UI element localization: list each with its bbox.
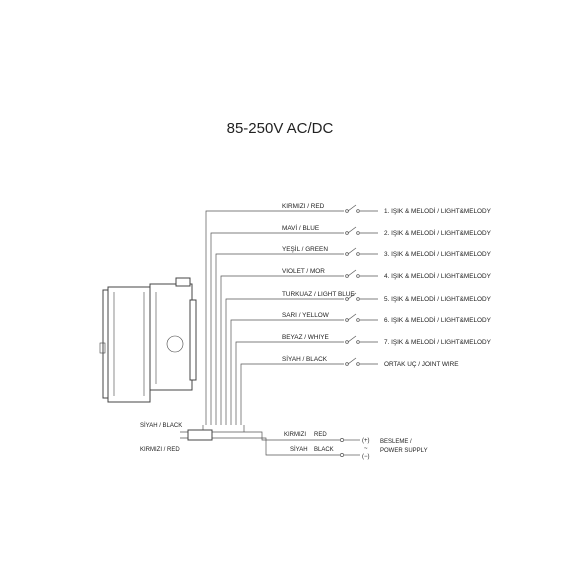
supply-plus-symbol: (+) [362,438,370,444]
output-label: ORTAK UÇ / JOINT WIRE [384,361,459,368]
wire-line [220,275,344,425]
device-side-clip [99,342,106,354]
device-knob [166,335,184,353]
wire-line [205,210,344,425]
output-label: 5. IŞIK & MELODİ / LIGHT&MELODY [384,294,492,303]
supply-left-red-label: KIRMIZI / RED [140,447,180,453]
wire-color-label: BEYAZ / WHIYE [282,334,329,341]
wire-color-label: SİYAH / BLACK [282,354,328,363]
wire-color-label: VIOLET / MOR [282,268,325,275]
switch-lever [347,335,357,343]
wire-line [215,253,344,425]
device-cable-gland [189,299,197,381]
supply-minus-symbol: (−) [362,454,370,460]
supply-black-route [258,437,340,456]
wire-color-label: MAVİ / BLUE [282,223,319,232]
wire-color-label: YEŞİL / GREEN [282,244,328,253]
switch-lever [347,204,357,212]
switch-lever [347,247,357,255]
supply-left-black-label: SİYAH / BLACK [140,422,182,429]
wire-line [230,319,344,425]
switch-contact [345,209,349,213]
switch-contact [356,231,360,235]
output-label: 1. IŞIK & MELODİ / LIGHT&MELODY [384,206,492,215]
switch-contact [356,209,360,213]
device-top-tab [175,277,191,287]
switch-contact [345,297,349,301]
output-label: 3. IŞIK & MELODİ / LIGHT&MELODY [384,249,492,258]
supply-red-route [258,431,340,441]
supply-label-line2: POWER SUPPLY [380,448,428,454]
switch-contact [356,318,360,322]
device-body [107,286,151,403]
supply-red-tr-label: KIRMIZI [284,432,306,438]
voltage-title: 85-250V AC/DC [227,120,334,137]
switch-contact [345,362,349,366]
switch-contact [345,340,349,344]
wire-color-label: KIRMIZI / RED [282,203,325,210]
supply-black-tr-label: SİYAH [290,446,308,453]
output-label: 4. IŞIK & MELODİ / LIGHT&MELODY [384,271,492,280]
wire-line [235,341,344,425]
output-label: 6. IŞIK & MELODİ / LIGHT&MELODY [384,315,492,324]
wire-color-label: TURKUAZ / LIGHT BLUE [282,291,355,298]
switch-contact [345,252,349,256]
wire-line [225,298,344,425]
switch-contact [345,231,349,235]
switch-contact [356,340,360,344]
device-module [99,277,197,403]
switch-contact [345,274,349,278]
wire-bundle: KIRMIZI / RED 1. IŞIK & MELODİ / LIGHT&ME… [202,203,492,432]
supply-red-en-label: RED [314,432,327,438]
wire-color-label: SARI / YELLOW [282,312,330,319]
switch-contact [356,297,360,301]
supply-black-en-label: BLACK [314,447,334,453]
switch-lever [347,226,357,234]
switch-contact [356,362,360,366]
switch-contact [356,274,360,278]
power-supply-section: SİYAH / BLACK KIRMIZI / RED KIRMIZI RED … [140,422,428,460]
supply-red-terminal [340,438,344,442]
supply-black-terminal [340,453,344,457]
output-label: 2. IŞIK & MELODİ / LIGHT&MELODY [384,228,492,237]
wire-line [210,232,344,425]
switch-lever [347,269,357,277]
supply-tilde-symbol: ~ [364,446,368,452]
switch-contact [345,318,349,322]
switch-lever [347,292,357,300]
supply-label-line1: BESLEME / [380,439,412,445]
switch-lever [347,357,357,365]
supply-cable-sheath [187,429,213,441]
output-label: 7. IŞIK & MELODİ / LIGHT&MELODY [384,337,492,346]
switch-lever [347,313,357,321]
wire-line [240,363,344,425]
switch-contact [356,252,360,256]
